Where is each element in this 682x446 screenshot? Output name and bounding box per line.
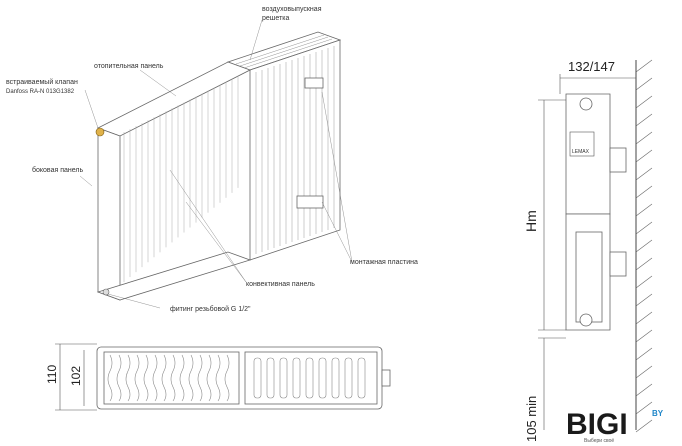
radiator-isometric xyxy=(95,31,342,301)
svg-text:110: 110 xyxy=(45,365,59,384)
lemax-badge xyxy=(569,131,595,157)
top-fin-tube xyxy=(292,357,301,399)
svg-text:BY: BY xyxy=(652,409,664,418)
hatch-line xyxy=(635,401,653,415)
hatch-line xyxy=(635,365,653,379)
hatch-line xyxy=(635,275,653,289)
fitting-icon xyxy=(102,288,110,296)
convection-panel-fins xyxy=(123,75,239,283)
top-fin xyxy=(215,354,221,402)
top-fin xyxy=(107,354,113,402)
hatch-line xyxy=(635,221,653,235)
dimension-floor: 105 min xyxy=(524,337,566,442)
svg-text:105 min: 105 min xyxy=(524,396,539,442)
hatch-line xyxy=(635,293,653,307)
dimension-hm: Hm xyxy=(523,99,566,331)
hatch-line xyxy=(635,167,653,181)
hatch-line xyxy=(635,203,653,217)
hatch-line xyxy=(635,347,653,361)
svg-text:Hm: Hm xyxy=(523,210,539,232)
svg-text:Выбери своё: Выбери своё xyxy=(584,438,614,444)
top-fin-tube xyxy=(253,357,262,399)
hatch-line xyxy=(635,77,653,91)
dimension-height-outer: 110 xyxy=(45,343,97,411)
side-panel xyxy=(97,127,121,301)
label-side-panel: боковая панель xyxy=(32,166,83,174)
hatch-line xyxy=(635,95,653,109)
label-fitting: фитинг резьбовой G 1/2" xyxy=(170,305,251,313)
hatch-line xyxy=(635,131,653,145)
svg-text:132/147: 132/147 xyxy=(568,59,615,74)
top-fin xyxy=(179,354,185,402)
top-fin-tube xyxy=(357,357,366,399)
top-fin xyxy=(134,354,140,402)
hatch-line xyxy=(635,419,653,433)
top-fin xyxy=(188,354,194,402)
label-air-vent-grille: воздуховыпускная решетка xyxy=(262,6,323,22)
wall-hatch xyxy=(635,59,653,433)
top-fin xyxy=(143,354,149,402)
top-fin xyxy=(152,354,158,402)
top-fin xyxy=(170,354,176,402)
mounting-plate-bottom xyxy=(296,195,324,209)
svg-text:LEMAX: LEMAX xyxy=(572,149,590,155)
label-mounting-plate: монтажная пластина xyxy=(350,259,418,266)
dimension-height-inner: 102 xyxy=(69,350,85,406)
hatch-line xyxy=(635,257,653,271)
top-fin-tube xyxy=(279,357,288,399)
top-fin-tube xyxy=(331,357,340,399)
air-vent-grille-pattern xyxy=(235,34,333,69)
top-fin xyxy=(116,354,122,402)
label-convection-panel: конвективная панель xyxy=(246,281,315,288)
side-section-view: LEMAX xyxy=(565,59,653,433)
top-fin xyxy=(197,354,203,402)
hatch-line xyxy=(635,113,653,127)
leader-lines xyxy=(79,19,353,309)
hatch-line xyxy=(635,185,653,199)
top-fin-tube xyxy=(318,357,327,399)
valve-icon xyxy=(95,127,105,137)
hatch-line xyxy=(635,59,653,73)
bigi-logo: BIGI BY Выбери своё xyxy=(566,408,664,444)
top-fin-tube xyxy=(344,357,353,399)
label-built-in-valve: встраиваемый клапан Danfoss RA-N 013G138… xyxy=(6,78,80,95)
hatch-line xyxy=(635,311,653,325)
top-fin xyxy=(125,354,131,402)
top-view-fins xyxy=(107,354,366,402)
mounting-plate-top xyxy=(304,77,324,89)
top-fin xyxy=(206,354,212,402)
hatch-line xyxy=(635,383,653,397)
svg-text:BIGI: BIGI xyxy=(566,408,628,441)
top-fin xyxy=(161,354,167,402)
top-fin xyxy=(224,354,230,402)
hatch-line xyxy=(635,329,653,343)
top-fin-tube xyxy=(266,357,275,399)
dimension-depth: 132/147 xyxy=(559,59,636,94)
label-heating-panel: отопительная панель xyxy=(94,63,164,70)
top-fin-tube xyxy=(305,357,314,399)
svg-text:102: 102 xyxy=(69,366,83,386)
top-view-section xyxy=(96,346,391,410)
hatch-line xyxy=(635,149,653,163)
hatch-line xyxy=(635,239,653,253)
